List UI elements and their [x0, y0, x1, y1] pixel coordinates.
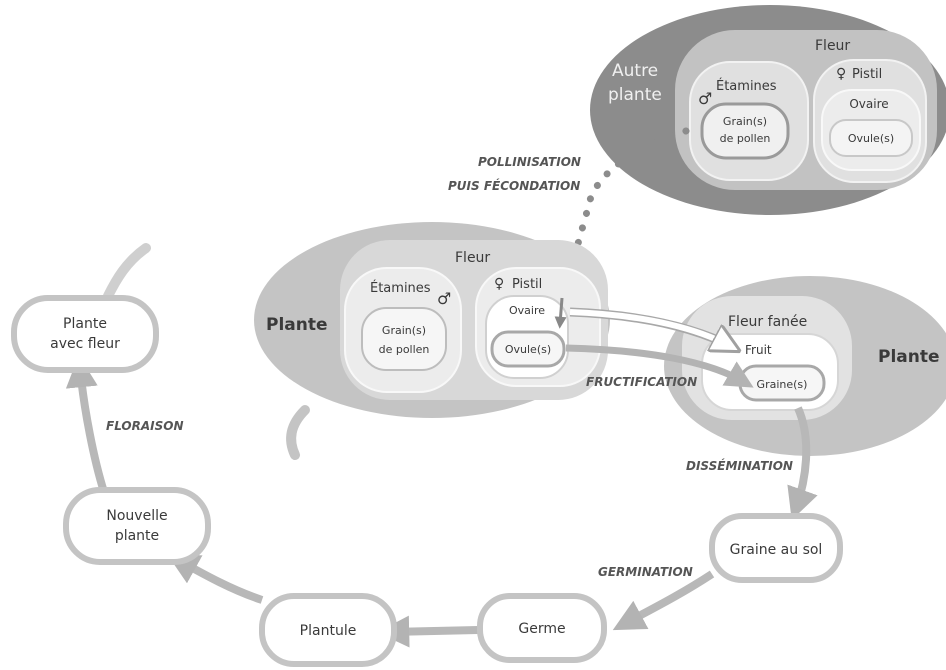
germ-to-seedling-arrow [377, 615, 479, 648]
plant-stamens-label: Étamines [370, 280, 431, 296]
plant-pollen-box [361, 307, 447, 371]
other-male-symbol: ♂ [698, 89, 712, 108]
other-pollen-box [700, 102, 790, 160]
seedling-box [259, 593, 397, 667]
flowering-plant-line2: avec fleur [50, 336, 120, 352]
plant-flower-label: Fleur [455, 250, 490, 266]
plant-pollen-line2: de pollen [379, 343, 430, 356]
plant-female-symbol: ♀ [494, 276, 504, 292]
dissemination-label: DISSÉMINATION [686, 458, 793, 473]
ovule-to-seed-arrow [565, 344, 754, 388]
plant-group: Plante Fleur Étamines ♂ Grain(s) de poll… [254, 222, 610, 460]
plant-stem [286, 405, 310, 460]
flowering-plant-line1: Plante [63, 316, 107, 332]
other-female-symbol: ♀ [836, 66, 846, 82]
other-flower-label: Fleur [815, 38, 850, 54]
pollen-entry-arrow [554, 297, 567, 329]
seed-on-ground-box [709, 513, 843, 583]
ovary-to-fruit-arrow [569, 309, 730, 346]
other-pistil-label: Pistil [852, 67, 882, 82]
other-plant-label-1: Autre [612, 61, 658, 81]
faded-plant-label: Plante [878, 347, 940, 367]
other-pollen-line2: de pollen [720, 132, 771, 145]
germination-arrow [612, 570, 715, 631]
stage-flowering-plant: Plante avec fleur [11, 295, 159, 373]
seedling-label: Plantule [300, 623, 357, 639]
flower-plant-stem [103, 243, 151, 301]
new-plant-line1: Nouvelle [106, 508, 167, 524]
other-plant-group: Fleur Autre plante Étamines ♂ Grain(s) d… [590, 5, 946, 215]
plant-ovule-label: Ovule(s) [505, 343, 551, 356]
other-stamens-label: Étamines [716, 78, 777, 94]
stage-new-plant: Nouvelle plante [63, 487, 211, 565]
other-pollen-line1: Grain(s) [723, 115, 767, 128]
fruit-label: Fruit [745, 343, 772, 357]
seed-on-ground-label: Graine au sol [730, 542, 823, 558]
plant-male-symbol: ♂ [437, 289, 451, 308]
germ-box [477, 593, 607, 663]
plant-ovule-box [490, 330, 566, 368]
seed-label: Graine(s) [757, 378, 808, 391]
stage-germ: Germe [477, 593, 607, 663]
dissemination-arrow [787, 406, 818, 521]
germ-label: Germe [518, 621, 565, 637]
germination-label: GERMINATION [598, 565, 693, 579]
fertilization-label: PUIS FÉCONDATION [448, 178, 580, 193]
plant-label: Plante [266, 315, 328, 335]
stage-seed-on-ground: Graine au sol [709, 513, 843, 583]
pollination-label: POLLINISATION [478, 155, 581, 169]
other-ovule-box [829, 119, 913, 157]
plant-ovary-label: Ovaire [509, 304, 545, 317]
flowering-plant-box [11, 295, 159, 373]
seedling-to-new-plant-arrow [166, 553, 264, 604]
flowering-arrow [65, 355, 108, 494]
plant-pollen-line1: Grain(s) [382, 324, 426, 337]
stage-seedling: Plantule [259, 593, 397, 667]
plant-pistil-label: Pistil [512, 277, 542, 292]
other-plant-label-2: plante [608, 85, 662, 105]
flowering-label: FLORAISON [106, 419, 184, 433]
new-plant-box [63, 487, 211, 565]
other-ovary-label: Ovaire [849, 97, 888, 111]
faded-flower-label: Fleur fanée [728, 314, 807, 330]
fructification-label: FRUCTIFICATION [586, 375, 697, 389]
new-plant-line2: plante [115, 528, 159, 544]
other-ovule-label: Ovule(s) [848, 132, 894, 145]
